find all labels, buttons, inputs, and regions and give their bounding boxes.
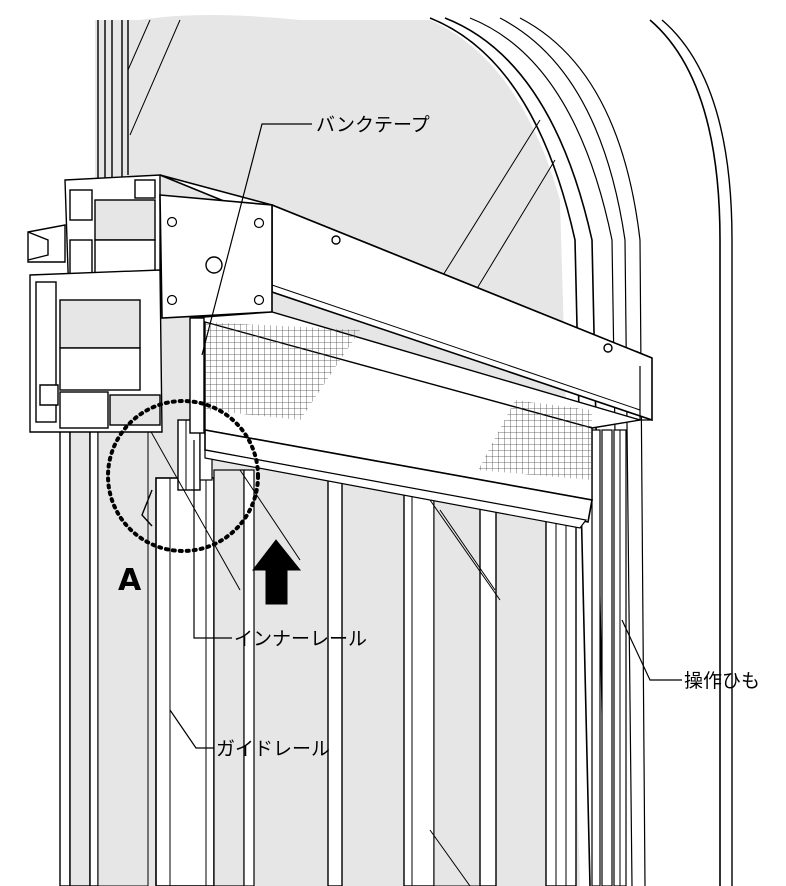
end-cap-screw [166, 294, 178, 306]
leader-guide-rail [169, 709, 214, 749]
label-operation-cord: 操作ひも [684, 670, 760, 692]
bottom-bar [204, 429, 593, 529]
guide-rail [155, 477, 215, 886]
end-cap-screw [166, 216, 178, 228]
dotted-circle-icon [106, 399, 260, 553]
label-inner-rail: インナーレール [234, 628, 367, 650]
leader-inner-rail [193, 440, 232, 639]
end-cap-hole [205, 256, 223, 274]
end-cap-screw [253, 294, 265, 306]
leader-bank-tape [201, 123, 312, 356]
end-cap-screw [253, 217, 265, 229]
lower-frame [59, 419, 627, 886]
sash-profile [27, 174, 163, 433]
label-guide-rail: ガイドレール [216, 738, 330, 760]
screen-mesh [204, 321, 593, 501]
label-bank-tape: バンクテープ [316, 114, 430, 136]
detail-marker-label: A [118, 563, 142, 598]
up-arrow-icon [251, 539, 302, 605]
leader-lines [169, 123, 682, 749]
leader-operation-cord [621, 619, 682, 681]
